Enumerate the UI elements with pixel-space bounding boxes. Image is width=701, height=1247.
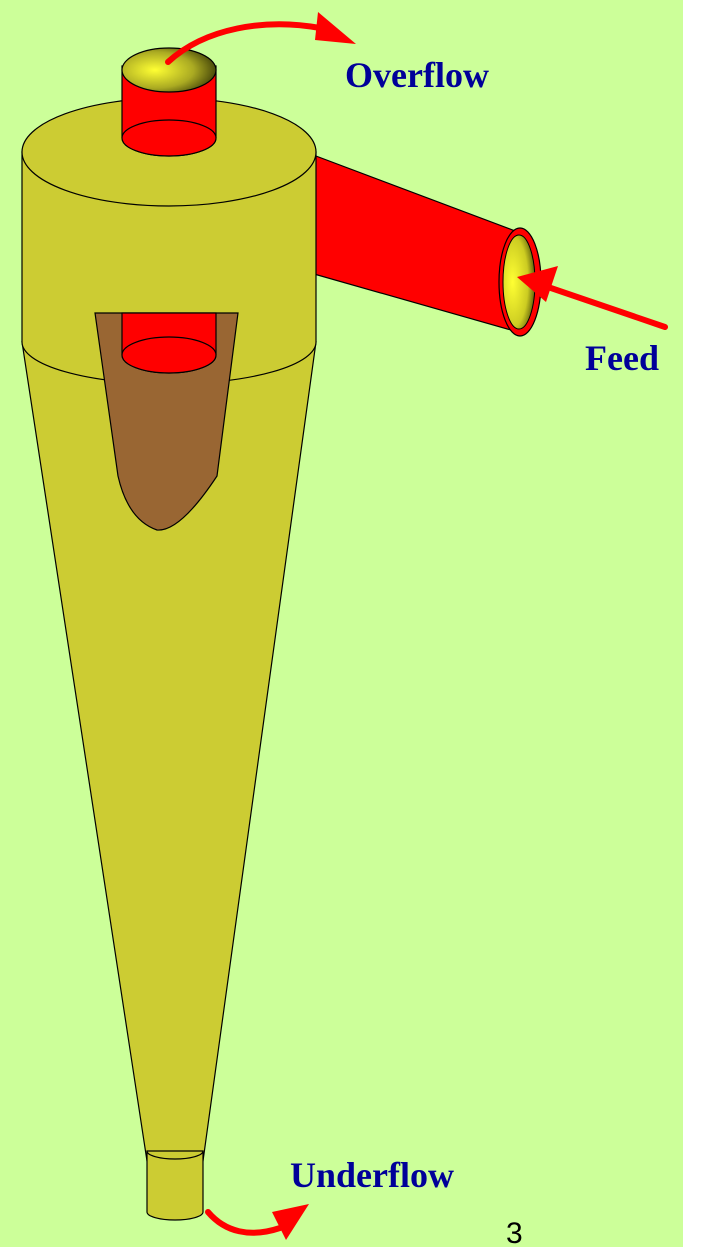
underflow-label: Underflow xyxy=(290,1155,454,1195)
overflow-opening xyxy=(122,48,216,92)
internal-vortex-finder-end xyxy=(122,337,216,373)
underflow-spigot xyxy=(147,1151,203,1220)
vortex-finder-base xyxy=(122,120,216,156)
page-number: 3 xyxy=(506,1217,523,1247)
overflow-label: Overflow xyxy=(345,55,489,95)
feed-label: Feed xyxy=(585,338,659,378)
